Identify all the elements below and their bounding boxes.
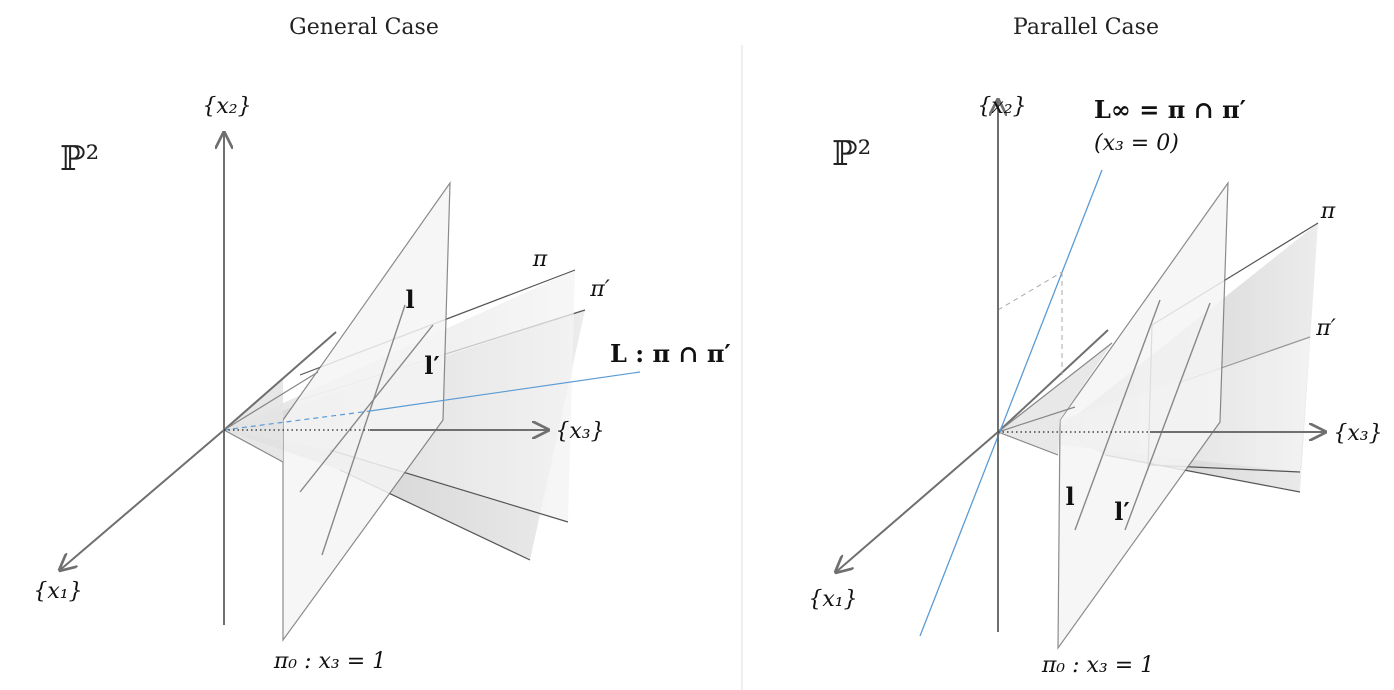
axis-x2-label: {x₂} xyxy=(977,94,1026,119)
base-plane-pi0 xyxy=(1057,181,1229,650)
axis-x2-label: {x₂} xyxy=(202,94,251,119)
intersection-label-line2: (x₃ = 0) xyxy=(1094,131,1179,156)
panel-title: General Case xyxy=(289,15,439,40)
origin-ray-pi xyxy=(223,371,319,431)
axis-x1 xyxy=(836,431,999,572)
base-plane-label: π₀ : x₃ = 1 xyxy=(1041,653,1154,678)
plane-pi-prime-label: π′ xyxy=(1315,316,1335,341)
projection-dash-1 xyxy=(997,271,1063,311)
intersection-line-hidden xyxy=(223,410,371,431)
intersection-line xyxy=(369,371,641,412)
cone-wedge xyxy=(224,378,283,462)
base-plane-pi0 xyxy=(282,181,451,642)
cone-wedge xyxy=(998,343,1112,455)
plane-pi-prime-label: π′ xyxy=(589,277,609,302)
line-at-infinity xyxy=(919,169,1103,637)
panel-parallel-case: Parallel Case ℙ² {x₂} {x₁} {x₃} xyxy=(808,15,1382,678)
projective-space-label: ℙ² xyxy=(832,134,871,174)
intersection-label-line1: L∞ = π ∩ π′ xyxy=(1094,95,1246,124)
projective-space-label: ℙ² xyxy=(60,139,99,179)
plane-pi-label: π xyxy=(1320,199,1336,224)
line-l-prime xyxy=(1124,302,1211,531)
axis-x1-label: {x₁} xyxy=(808,587,857,612)
line-l xyxy=(1074,299,1161,531)
axis-x1-label: {x₁} xyxy=(33,579,82,604)
origin-ray-lower xyxy=(223,429,284,463)
origin-ray-lower xyxy=(997,431,1059,456)
axis-x3-label: {x₃} xyxy=(1333,421,1382,446)
intersection-label: L : π ∩ π′ xyxy=(610,339,731,368)
panel-general-case: General Case ℙ² {x₂} {x₁} {x₃} π π xyxy=(33,15,730,674)
line-l-prime-label: l′ xyxy=(1114,497,1129,526)
line-l-prime-label: l′ xyxy=(424,351,439,380)
panel-title: Parallel Case xyxy=(1013,15,1159,40)
line-l-prime xyxy=(299,324,434,493)
plane-pi-label: π xyxy=(532,247,548,272)
origin-ray-pi xyxy=(997,342,1113,433)
origin-ray xyxy=(223,331,337,431)
origin-ray-pi-prime xyxy=(997,406,1076,433)
line-l-label: l xyxy=(1065,482,1074,511)
origin-ray xyxy=(997,329,1109,433)
axis-x3-label: {x₃} xyxy=(555,419,604,444)
line-l-label: l xyxy=(405,285,414,314)
axis-x1 xyxy=(60,429,225,570)
base-plane-label: π₀ : x₃ = 1 xyxy=(273,649,386,674)
